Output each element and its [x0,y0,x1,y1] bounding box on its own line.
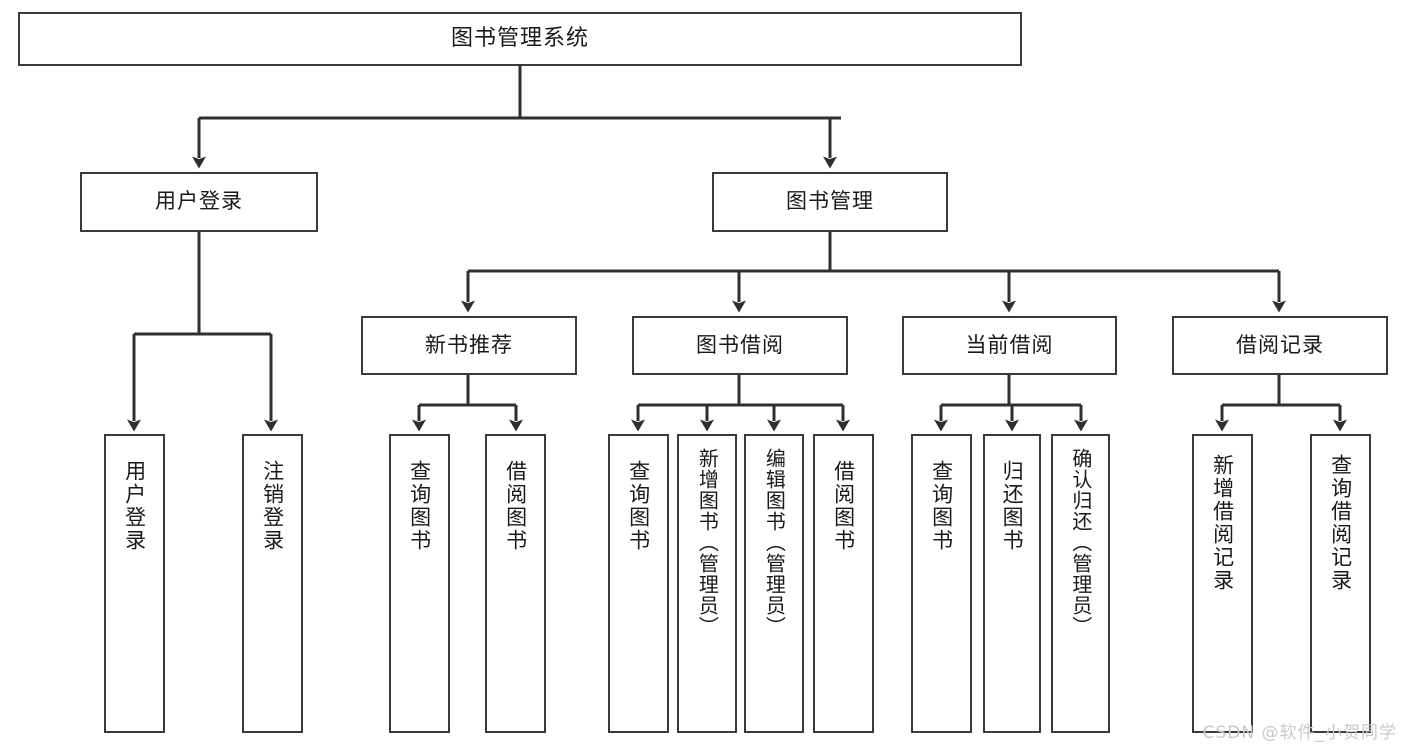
node-current-borrow[interactable]: 当前借阅 [902,316,1117,375]
node-root-system[interactable]: 图书管理系统 [18,12,1022,66]
leaf-new-book-borrow-book[interactable]: 借阅图书 [485,434,546,733]
node-label: 新增图书（管理员） [695,448,720,637]
node-user-login[interactable]: 用户登录 [80,172,318,232]
node-label: 查询借阅记录 [1328,454,1353,592]
leaf-book-borrow-edit-book-admin[interactable]: 编辑图书（管理员） [744,434,804,733]
leaf-book-borrow-borrow-book[interactable]: 借阅图书 [813,434,874,733]
node-label: 确认归还（管理员） [1068,448,1093,637]
node-label: 借阅记录 [1236,332,1324,357]
node-label: 借阅图书 [503,460,528,552]
node-label: 新书推荐 [425,332,513,357]
node-borrow-record[interactable]: 借阅记录 [1172,316,1388,375]
leaf-current-borrow-return-book[interactable]: 归还图书 [983,434,1041,733]
node-label: 新增借阅记录 [1210,454,1235,592]
leaf-user-login-logout[interactable]: 注销登录 [242,434,303,733]
leaf-borrow-record-add-record[interactable]: 新增借阅记录 [1192,434,1253,733]
node-label: 查询图书 [929,460,954,552]
node-label: 借阅图书 [831,460,856,552]
node-label: 图书借阅 [696,332,784,357]
leaf-book-borrow-query-book[interactable]: 查询图书 [608,434,669,733]
node-label: 图书管理系统 [450,25,589,51]
leaf-current-borrow-query-book[interactable]: 查询图书 [911,434,972,733]
leaf-user-login-login[interactable]: 用户登录 [104,434,165,733]
leaf-book-borrow-add-book-admin[interactable]: 新增图书（管理员） [677,434,737,733]
csdn-watermark: CSDN @软件_小贺同学 [1202,723,1397,743]
node-label: 用户登录 [122,460,147,552]
node-label: 查询图书 [626,460,651,552]
leaf-new-book-query-book[interactable]: 查询图书 [389,434,450,733]
node-label: 归还图书 [1000,460,1025,552]
node-new-book-recommend[interactable]: 新书推荐 [361,316,577,375]
node-label: 图书管理 [786,189,874,214]
node-label: 注销登录 [260,460,285,552]
node-label: 编辑图书（管理员） [762,448,787,637]
node-label: 用户登录 [155,189,243,214]
node-label: 查询图书 [407,460,432,552]
leaf-borrow-record-query-record[interactable]: 查询借阅记录 [1310,434,1371,733]
leaf-current-borrow-confirm-return-admin[interactable]: 确认归还（管理员） [1051,434,1110,733]
node-book-borrow[interactable]: 图书借阅 [632,316,848,375]
node-book-management[interactable]: 图书管理 [712,172,948,232]
node-label: 当前借阅 [965,332,1054,357]
